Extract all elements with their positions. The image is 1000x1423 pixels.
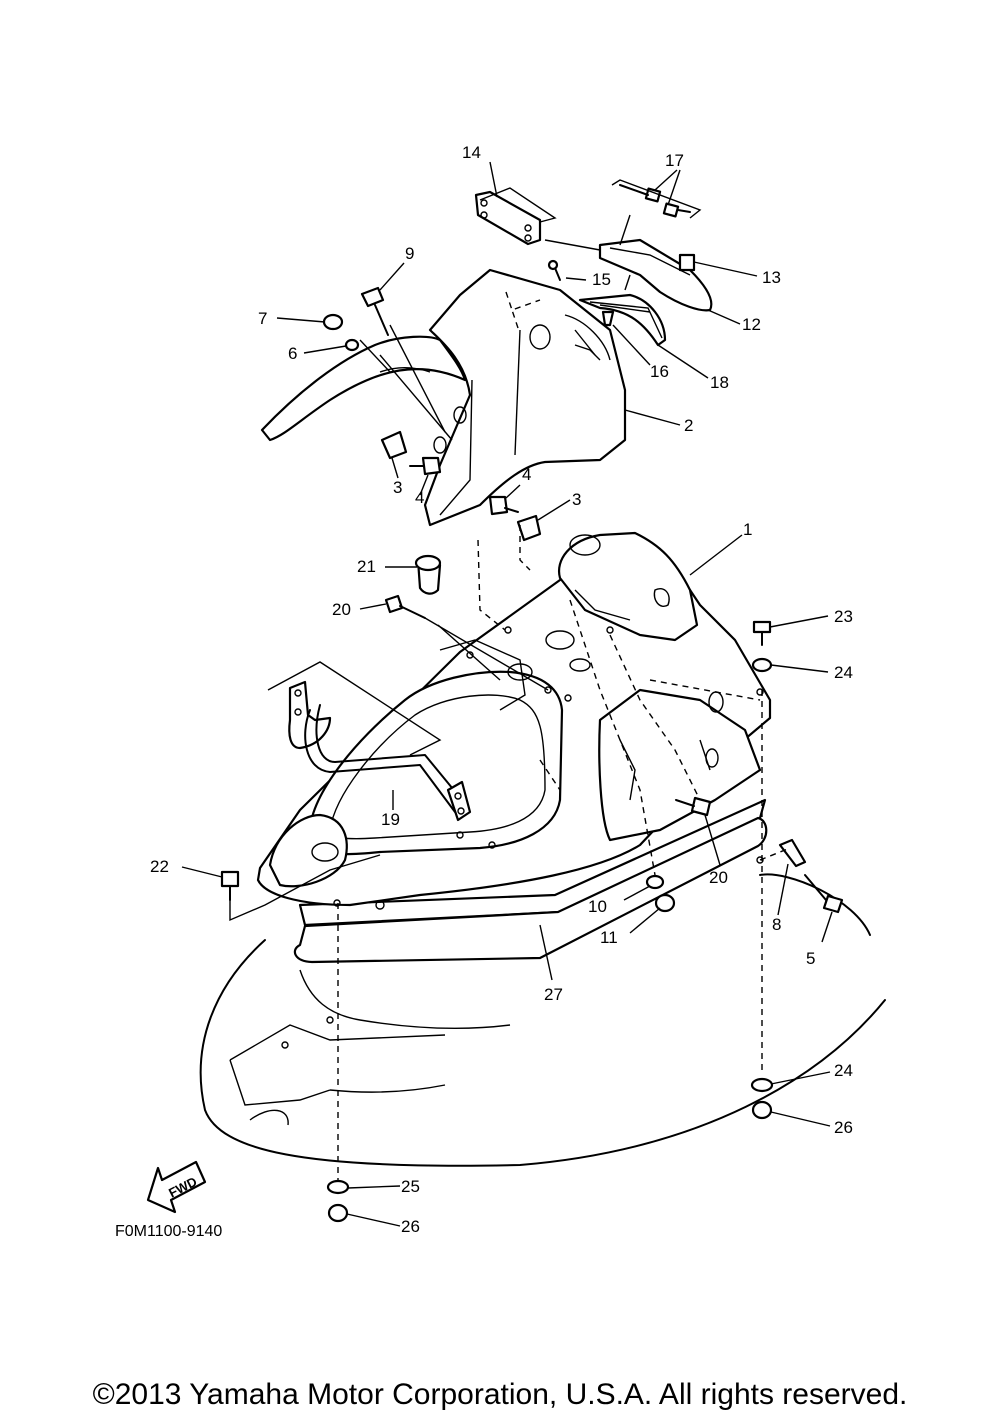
leader-lines <box>181 161 833 1227</box>
callout-19: 19 <box>381 810 400 829</box>
callout-26-lower: 26 <box>401 1217 420 1236</box>
callout-9: 9 <box>405 244 414 263</box>
callout-22: 22 <box>150 857 169 876</box>
callout-5: 5 <box>806 949 815 968</box>
callout-18: 18 <box>710 373 729 392</box>
drawing-code: F0M1100-9140 <box>115 1223 222 1240</box>
callout-23: 23 <box>834 607 853 626</box>
callout-20-upper: 20 <box>332 600 351 619</box>
callout-26-right: 26 <box>834 1118 853 1137</box>
callout-24-upper: 24 <box>834 663 853 682</box>
callouts: 14 17 9 15 13 7 12 6 16 18 2 3 4 4 3 1 2… <box>150 143 853 1236</box>
callout-25: 25 <box>401 1177 420 1196</box>
callout-10: 10 <box>588 897 607 916</box>
deck-trim-27 <box>293 798 768 964</box>
callout-14: 14 <box>462 143 481 162</box>
callout-3-right: 3 <box>572 490 581 509</box>
callout-20-lower: 20 <box>709 868 728 887</box>
callout-12: 12 <box>742 315 761 334</box>
callout-24-lower: 24 <box>834 1061 853 1080</box>
callout-7: 7 <box>258 309 267 328</box>
callout-15: 15 <box>592 270 611 289</box>
hull-outline <box>199 873 886 1167</box>
grab-handle-19 <box>288 680 472 822</box>
callout-13: 13 <box>762 268 781 287</box>
callout-16: 16 <box>650 362 669 381</box>
callout-8: 8 <box>772 915 781 934</box>
callout-1: 1 <box>743 520 752 539</box>
callout-2: 2 <box>684 416 693 435</box>
callout-4-left: 4 <box>415 488 424 507</box>
callout-27: 27 <box>544 985 563 1004</box>
callout-11: 11 <box>600 928 618 947</box>
callout-4-right: 4 <box>522 465 531 484</box>
cover-12 <box>598 238 713 312</box>
plate-14 <box>474 190 542 246</box>
hood-panel-2 <box>260 268 627 527</box>
callout-17: 17 <box>665 151 684 170</box>
callout-21: 21 <box>357 557 376 576</box>
fwd-arrow-icon: FWD <box>146 1160 207 1214</box>
copyright-notice: ©2013 Yamaha Motor Corporation, U.S.A. A… <box>92 1378 908 1411</box>
deck-body-1 <box>256 531 772 910</box>
callout-3-left: 3 <box>393 478 402 497</box>
callout-6: 6 <box>288 344 297 363</box>
pad-18 <box>578 293 667 347</box>
hardware <box>220 184 844 1223</box>
